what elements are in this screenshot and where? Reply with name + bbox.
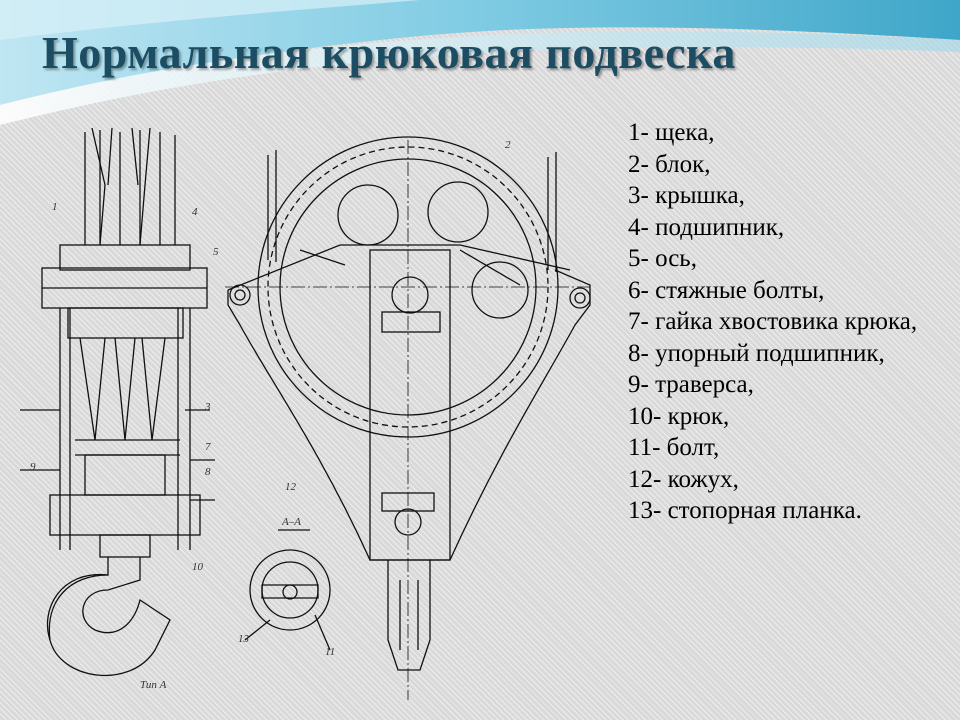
legend-item: 3- крышка, xyxy=(628,182,745,209)
legend-item: 2- блок, xyxy=(628,150,711,178)
legend-item: 10- крюк, xyxy=(628,402,730,430)
parts-legend: 1- щека, 2- блок, 3- крышка, 4- подшипни… xyxy=(628,117,958,527)
legend-item: 11- болт, xyxy=(628,434,720,461)
legend-item: 9- траверса, xyxy=(628,371,754,398)
callout-9: 9 xyxy=(30,461,36,473)
header-banner xyxy=(0,0,960,125)
callout-13: 13 xyxy=(238,633,250,645)
callout-7: 7 xyxy=(205,441,211,453)
callout-3: 3 xyxy=(204,401,211,413)
legend-item: 13- стопорная планка. xyxy=(628,497,862,524)
callout-8: 8 xyxy=(205,466,211,478)
hook-assembly-drawing: А–А Тип А 1 4 5 2 3 7 8 9 10 11 12 13 xyxy=(20,127,591,700)
section-label: А–А xyxy=(281,516,301,528)
legend-item: 6- стяжные болты, xyxy=(628,276,825,304)
callout-11: 11 xyxy=(325,646,335,658)
callout-2: 2 xyxy=(505,139,511,151)
callout-12: 12 xyxy=(285,481,297,493)
legend-item: 5- ось, xyxy=(628,245,697,272)
view-type-label: Тип А xyxy=(140,679,167,691)
callout-10: 10 xyxy=(192,561,204,573)
callout-1: 1 xyxy=(52,201,58,213)
legend-item: 4- подшипник, xyxy=(628,213,785,241)
callout-5: 5 xyxy=(213,246,219,258)
front-view xyxy=(225,136,591,700)
side-section-view xyxy=(20,127,215,677)
section-a-a xyxy=(244,529,331,651)
legend-item: 7- гайка хвостовика крюка, xyxy=(628,308,918,335)
callout-4: 4 xyxy=(192,206,198,218)
legend-item: 12- кожух, xyxy=(628,465,739,493)
page-title: Нормальная крюковая подвеска xyxy=(42,27,736,78)
legend-item: 8- упорный подшипник, xyxy=(628,339,885,367)
legend-item: 1- щека, xyxy=(628,119,715,146)
